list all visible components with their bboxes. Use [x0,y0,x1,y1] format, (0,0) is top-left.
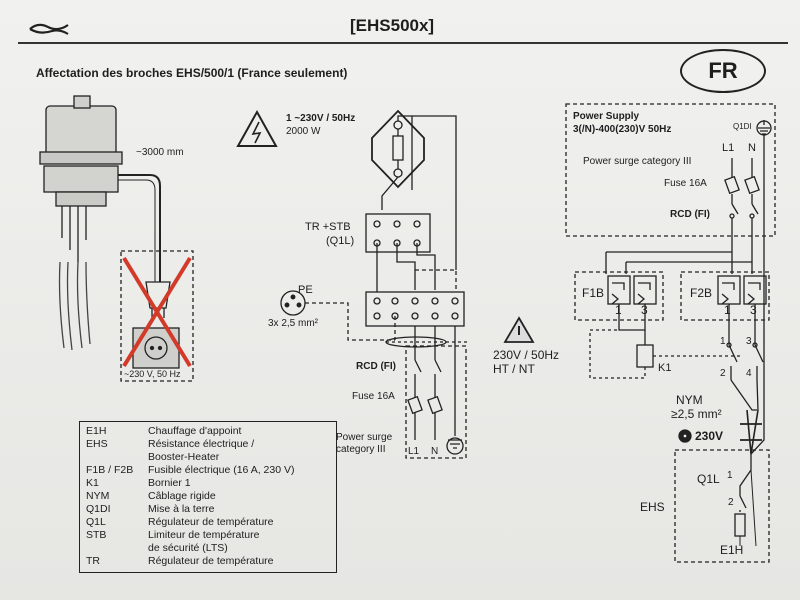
high-voltage-warning-icon [236,109,278,147]
forbidden-plug-box [120,250,194,382]
nym-size-label: ≥2,5 mm² [671,407,722,421]
cable-length-label: ~3000 mm [136,147,184,158]
k1-relay-coil [636,344,654,368]
rcd-fuse-box [405,345,467,459]
tr-stb-label: TR +STB [305,221,351,233]
heater-device-icon [39,95,161,351]
l1-terminal-label: L1 [408,446,420,457]
contact-1-label: 1 [720,336,726,347]
legend-row: de sécurité (LTS) [148,542,228,554]
f1b-terminal-1: 1 [615,303,622,317]
main-terminal-strip [365,291,465,327]
motor-voltage-label: 230V [695,429,724,443]
rcd-label: RCD (FI) [356,361,396,372]
surge-label-line2: category III [336,444,386,455]
heater-element-hexagon [371,109,425,189]
q1di-label: Q1DI [733,122,752,131]
contact-2-label: 2 [720,368,726,379]
power-supply-spec: 3(/N)-400(230)V 50Hz [573,124,672,135]
k1-label: K1 [658,362,672,374]
n-terminal-label: N [431,446,439,457]
caution-warning-icon [503,316,535,343]
ps-n-label: N [748,142,756,154]
contact-3-label: 3 [746,336,752,347]
tariff-voltage-label: 230V / 50Hz [493,348,560,362]
fuse-label: Fuse 16A [352,391,395,402]
ehs-label: EHS [640,500,665,514]
f1b-terminal-3: 3 [641,303,648,317]
ps-surge-label: Power surge category III [583,156,692,167]
pe-label: PE [298,284,313,296]
q1l-label: (Q1L) [326,235,355,247]
ehs-q1l-label: Q1L [697,472,720,486]
ps-fuse-label: Fuse 16A [664,178,707,189]
contact-4-label: 4 [746,368,752,379]
supply-voltage-label: 1 ~230V / 50Hz [286,113,356,124]
f1b-fuse-box [574,271,664,321]
page-subtitle: Affectation des broches EHS/500/1 (Franc… [36,66,348,80]
document-title: [EHS500x] [350,16,435,35]
f2b-label: F2B [690,286,713,300]
f1b-label: F1B [582,286,605,300]
forbidden-cross-icon [122,256,192,368]
nym-label: NYM [676,393,703,407]
f2b-terminal-3: 3 [750,303,757,317]
country-badge: FR [680,49,766,93]
power-rating-label: 2000 W [286,126,321,137]
pe-cable-label: 3x 2,5 mm² [268,318,319,329]
q1l-terminal-1: 1 [727,470,733,481]
power-supply-box [565,103,776,237]
ehs-heater-box [674,449,770,563]
legend-row: Booster-Heater [148,451,220,463]
ps-l1-label: L1 [722,142,735,154]
surge-label-line1: Power surge [336,432,393,443]
ps-rcd-label: RCD (FI) [670,209,710,220]
tariff-label: HT / NT [493,362,535,376]
header-divider [18,42,788,44]
e1h-label: E1H [720,543,744,557]
brand-logo-icon [29,23,69,35]
power-supply-title: Power Supply [573,111,640,122]
fan-icon [678,429,692,443]
f2b-terminal-1: 1 [724,303,731,317]
tr-stb-terminal-block [365,213,431,253]
f2b-fuse-box [680,271,770,321]
q1l-terminal-2: 2 [728,497,734,508]
socket-voltage-label: ~230 V, 50 Hz [124,369,181,379]
